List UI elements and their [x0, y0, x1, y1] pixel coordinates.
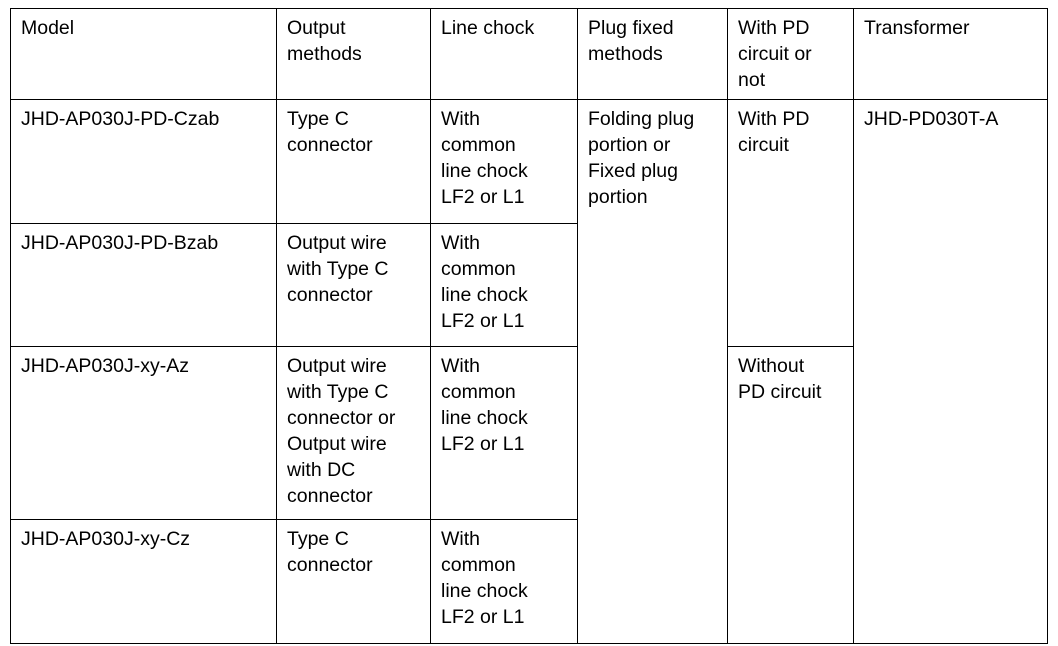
table-row: JHD-AP030J-xy-Az Output wire with Type C…	[10, 346, 1048, 644]
column-header-plug: Plug fixed methods	[577, 8, 728, 100]
cell-model: JHD-AP030J-PD-Czab	[10, 99, 277, 224]
cell-chock: With common line chock LF2 or L1	[430, 99, 578, 224]
cell-output: Type C connector	[276, 99, 431, 224]
table-row: JHD-AP030J-xy-Cz Type C connector With c…	[10, 519, 1048, 644]
cell-without-pd-circuit: Without PD circuit	[727, 346, 854, 644]
cell-model: JHD-AP030J-xy-Cz	[10, 519, 277, 644]
column-header-model: Model	[10, 8, 277, 100]
column-header-transformer: Transformer	[853, 8, 1048, 100]
cell-chock: With common line chock LF2 or L1	[430, 223, 578, 347]
cell-plug-fixed-methods: Folding plug portion or Fixed plug porti…	[577, 99, 728, 644]
product-spec-table: Model Output methods Line chock Plug fix…	[10, 8, 1048, 644]
column-header-pd: With PD circuit or not	[727, 8, 854, 100]
column-header-chock: Line chock	[430, 8, 578, 100]
table-row: JHD-AP030J-PD-Czab Type C connector With…	[10, 99, 1048, 644]
cell-model: JHD-AP030J-PD-Bzab	[10, 223, 277, 347]
cell-output: Output wire with Type C connector	[276, 223, 431, 347]
column-header-output: Output methods	[276, 8, 431, 100]
cell-chock: With common line chock LF2 or L1	[430, 519, 578, 644]
cell-with-pd-circuit: With PD circuit	[727, 99, 854, 347]
cell-output: Output wire with Type C connector or Out…	[276, 346, 431, 520]
cell-chock: With common line chock LF2 or L1	[430, 346, 578, 520]
cell-transformer: JHD-PD030T-A	[853, 99, 1048, 644]
cell-model: JHD-AP030J-xy-Az	[10, 346, 277, 520]
table-row: JHD-AP030J-PD-Bzab Output wire with Type…	[10, 223, 1048, 347]
cell-output: Type C connector	[276, 519, 431, 644]
table-header-row: Model Output methods Line chock Plug fix…	[10, 8, 1048, 100]
